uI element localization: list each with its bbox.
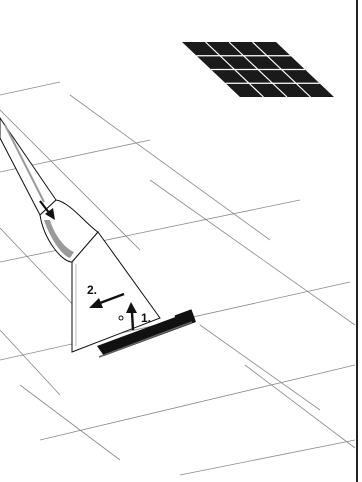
tile-pattern-icon: [182, 41, 334, 98]
tool-brush: [97, 309, 196, 358]
floor-line: [179, 439, 356, 476]
floor-line: [0, 227, 79, 311]
step-1-label: 1.: [141, 311, 151, 325]
left-arrow-icon: [89, 292, 125, 308]
pivot-dot: [118, 315, 124, 321]
down-arrow-icon: [39, 200, 55, 220]
floor-grid: [0, 81, 356, 476]
floor-line: [0, 81, 61, 96]
tool-coupling: [39, 199, 99, 263]
tool-nozzle: [71, 231, 161, 353]
cleaning-tool: [0, 117, 196, 358]
floor-line: [0, 329, 61, 396]
floor-line: [199, 324, 321, 411]
tool-handle: [0, 117, 57, 216]
floor-line: [39, 364, 356, 441]
floor-line: [0, 199, 301, 263]
floor-line: [149, 179, 356, 326]
step-2-label: 2.: [87, 283, 97, 297]
page-border: [356, 0, 358, 482]
up-arrow-icon: [126, 302, 137, 331]
floor-line: [19, 384, 121, 461]
floor-line: [69, 94, 271, 241]
floor-line: [244, 364, 356, 449]
floor-line: [0, 109, 141, 251]
